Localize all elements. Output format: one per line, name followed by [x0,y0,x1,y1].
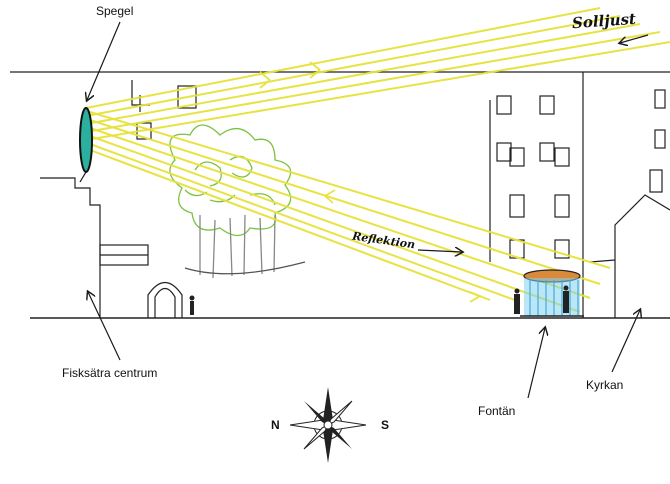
compass-north-label: N [271,418,280,432]
mirror-label: Spegel [96,4,134,18]
church-label: Kyrkan [586,378,624,392]
middle-building [489,72,584,318]
mirror [79,107,93,183]
reflected-beams [89,111,611,313]
people [189,285,569,315]
compass-rose [289,387,367,463]
sunbeams [85,7,670,141]
fountain [520,269,584,317]
compass-south-label: S [381,418,390,432]
church-building [589,89,670,318]
centre-building [40,80,197,318]
tree [169,124,306,279]
fountain-label: Fontän [478,404,516,418]
pointer-arrows [87,21,649,399]
centre-label: Fisksätra centrum [62,366,158,380]
